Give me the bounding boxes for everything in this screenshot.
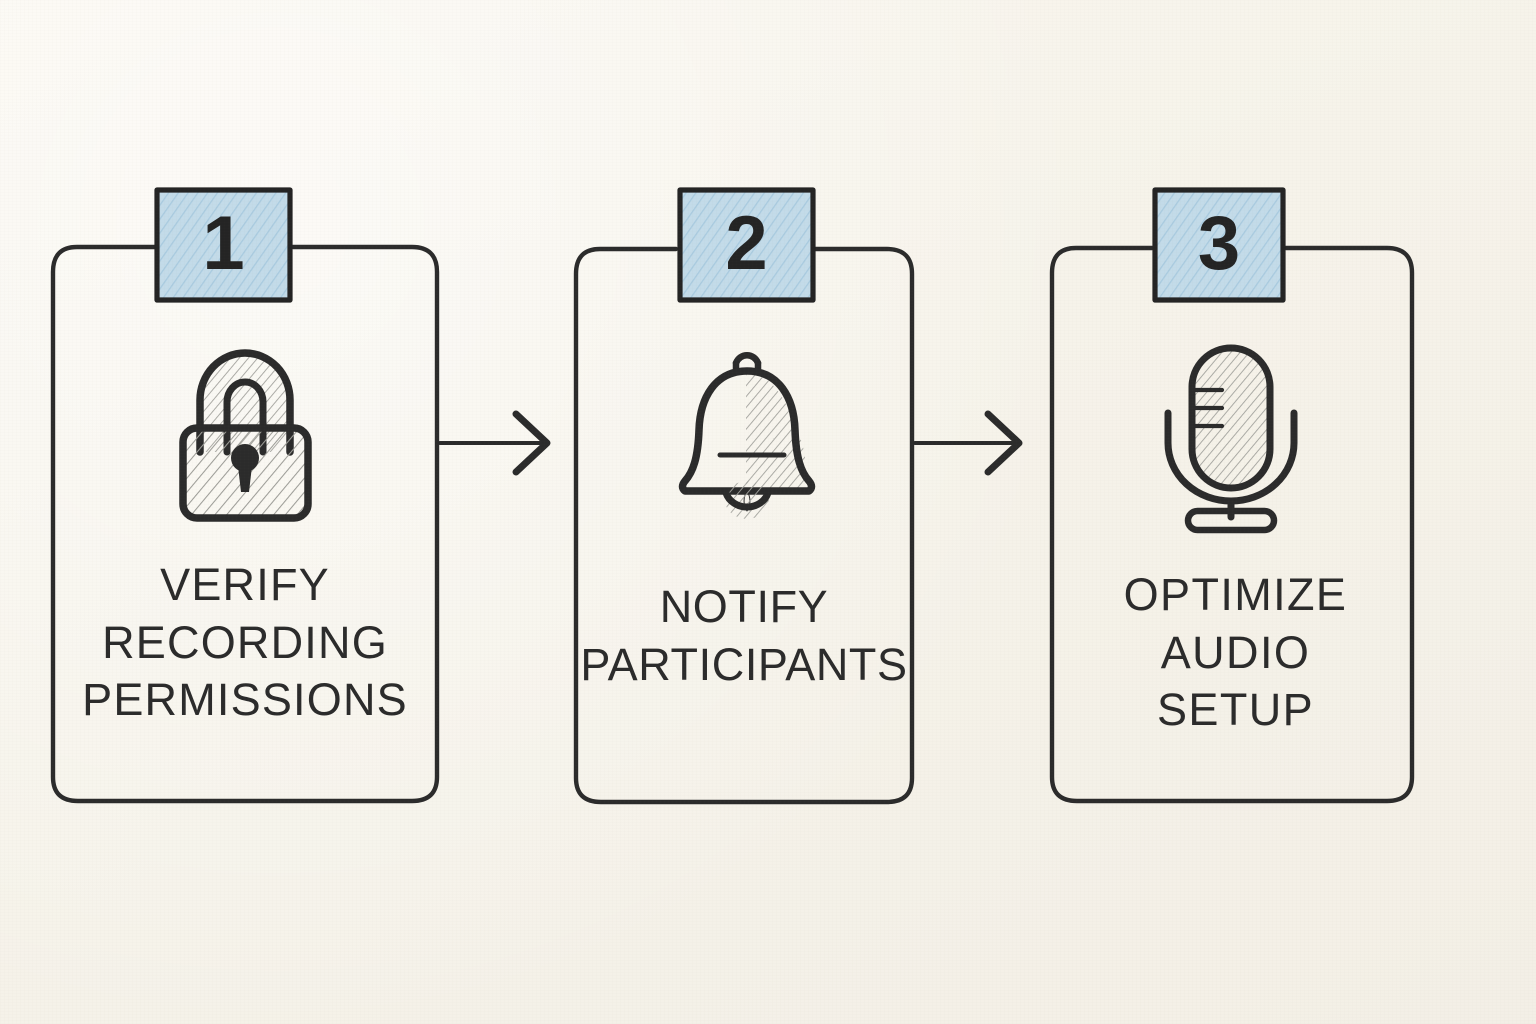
step-card-3[interactable] <box>1049 245 1415 804</box>
step-badge-3-number: 3 <box>1197 201 1241 286</box>
microphone-icon <box>1164 344 1298 534</box>
step-card-2[interactable] <box>573 246 915 805</box>
step-card-3-label-line-1: OPTIMIZE <box>1123 569 1348 620</box>
bell-icon <box>678 352 816 519</box>
step-card-1[interactable] <box>50 244 440 804</box>
step-badge-2-number: 2 <box>725 201 768 286</box>
step-card-2-label-line-1: NOTIFY <box>659 581 829 632</box>
step-badge-3 <box>1152 187 1286 303</box>
mic-grille-lines <box>1193 387 1225 429</box>
step-card-1-label: VERIFY RECORDING PERMISSIONS <box>52 556 438 729</box>
step-card-1-label-line-2: RECORDING <box>102 616 388 668</box>
step-badge-1 <box>154 187 293 303</box>
step-card-1-label-line-1: VERIFY <box>160 559 330 610</box>
step-card-3-label-line-2: AUDIO <box>1160 626 1311 678</box>
step-card-3-label-line-3: SETUP <box>1156 684 1315 736</box>
step-card-2-label-line-2: PARTICIPANTS <box>580 638 908 690</box>
padlock-icon <box>179 349 312 522</box>
step-badge-1-number: 1 <box>202 201 245 286</box>
step-card-1-label-line-3: PERMISSIONS <box>82 674 408 726</box>
step-card-3-label: OPTIMIZE AUDIO SETUP <box>1058 566 1413 739</box>
arrow-step1-to-step2 <box>438 410 551 476</box>
arrow-step2-to-step3 <box>913 410 1023 476</box>
keyhole-shape <box>231 444 259 492</box>
step-card-2-label: NOTIFY PARTICIPANTS <box>575 578 913 693</box>
step-badge-2 <box>677 187 816 303</box>
